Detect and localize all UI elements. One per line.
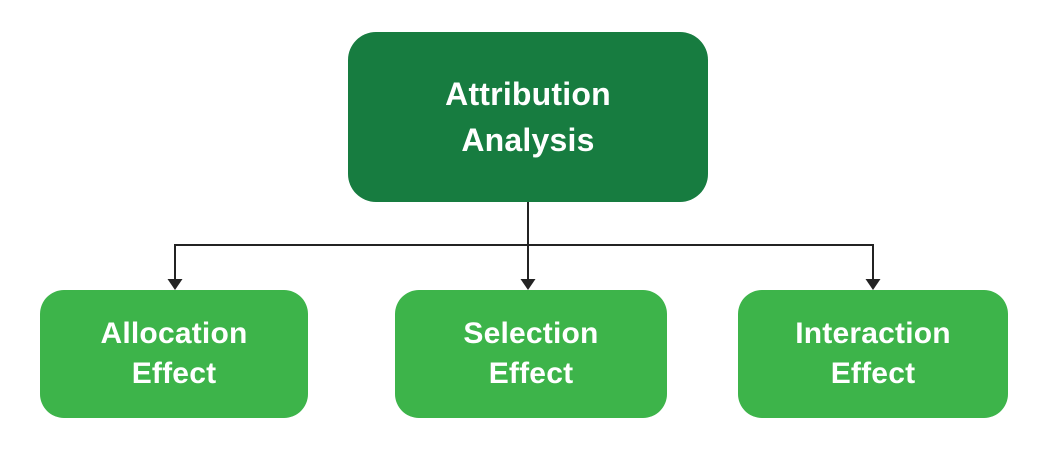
- node-label-line: Analysis: [461, 122, 595, 158]
- node-label-line: Effect: [830, 357, 916, 390]
- node-label-line: Allocation: [100, 317, 248, 350]
- node-allocation-effect: Allocation Effect: [40, 290, 308, 418]
- arrowhead-middle: [520, 279, 536, 290]
- arrowhead-right: [865, 279, 881, 290]
- node-selection-effect: Selection Effect: [395, 290, 667, 418]
- connector-branch-bar: [174, 244, 874, 282]
- node-label-line: Effect: [131, 357, 217, 390]
- node-attribution-analysis: Attribution Analysis: [348, 32, 708, 202]
- node-interaction-effect: Interaction Effect: [738, 290, 1008, 418]
- node-label-line: Attribution: [445, 76, 611, 112]
- node-label-line: Effect: [488, 357, 574, 390]
- node-label-line: Selection: [463, 317, 599, 350]
- arrowhead-left: [167, 279, 183, 290]
- node-label-line: Interaction: [795, 317, 951, 350]
